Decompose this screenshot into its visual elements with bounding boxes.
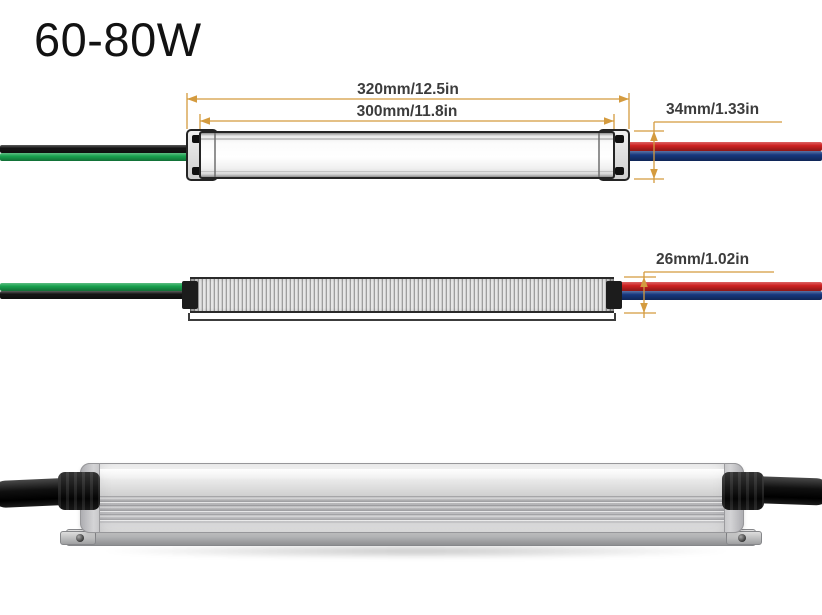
mounting-plate-edge	[188, 319, 616, 321]
bracket-slot	[615, 167, 624, 175]
body-length-label: 300mm/11.8in	[356, 103, 458, 120]
drop-shadow	[96, 543, 736, 559]
top-view-left-wire-black	[0, 145, 200, 153]
bracket-slot	[192, 167, 201, 175]
overall-length-label: 320mm/12.5in	[357, 81, 459, 98]
top-view-right-wire-red	[616, 142, 822, 151]
wattage-title: 60-80W	[34, 13, 202, 66]
body-edge-line	[201, 138, 613, 140]
driver-body-side-view	[190, 277, 614, 313]
width-label: 34mm/1.33in	[666, 101, 760, 118]
cable-entry-right	[606, 281, 622, 309]
side-view-left-wire-black	[0, 291, 188, 299]
bracket-slot	[192, 135, 201, 143]
driver-body-top-view	[199, 131, 615, 179]
photo-aluminum-body	[80, 463, 744, 533]
body-edge-line	[201, 170, 613, 172]
photo-cable-gland-right	[722, 472, 764, 510]
cable-entry-left	[182, 281, 198, 309]
side-view-left-wire-green	[0, 283, 188, 291]
top-view-left-wire-green	[0, 153, 200, 161]
screw-hole-left	[76, 534, 84, 542]
screw-hole-right	[738, 534, 746, 542]
bracket-slot	[615, 135, 624, 143]
end-cap-seam	[598, 133, 600, 177]
end-cap-seam	[214, 133, 216, 177]
mounting-plate-end	[188, 313, 190, 320]
top-view-right-wire-blue	[616, 151, 822, 161]
photo-cable-gland-left	[58, 472, 100, 510]
mounting-plate-end	[614, 313, 616, 320]
height-label: 26mm/1.02in	[656, 251, 750, 268]
side-view-right-wire-red	[618, 282, 822, 291]
side-view-right-wire-blue	[618, 291, 822, 300]
